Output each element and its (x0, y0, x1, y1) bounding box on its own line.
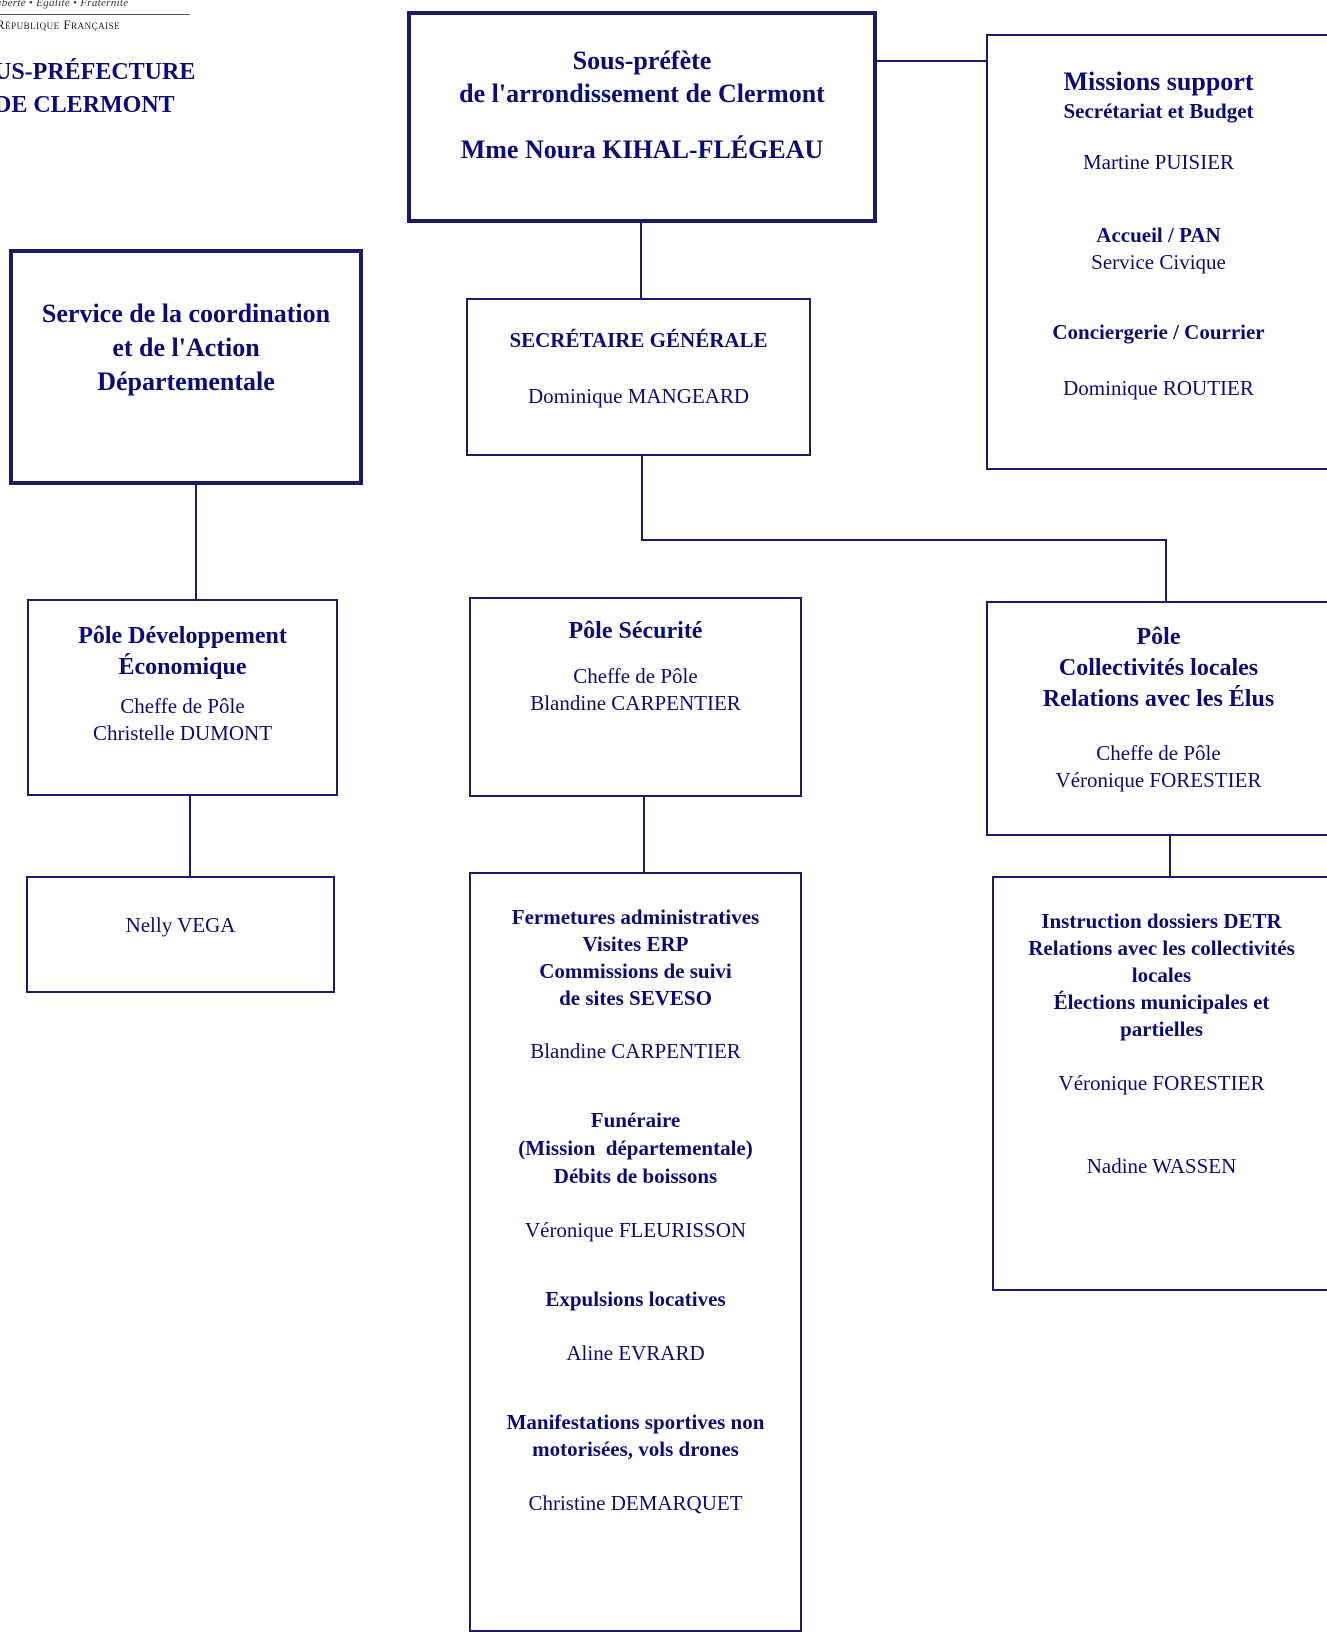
sec-s4-l2: motorisées, vols drones (532, 1437, 739, 1461)
coll-person1: Véronique FORESTIER (1058, 1071, 1265, 1095)
connector-secretaire-down (641, 456, 643, 540)
sec-s4-person: Christine DEMARQUET (528, 1491, 743, 1515)
sec-s1-l2: Visites ERP (582, 932, 689, 956)
connector-securite-detail (643, 796, 645, 874)
republic-label: République Française (0, 17, 121, 32)
pole-dev-name: Christelle DUMONT (92, 721, 273, 745)
support-subtitle: Secrétariat et Budget (1063, 99, 1254, 123)
secretaire-title: SECRÉTAIRE GÉNÉRALE (509, 328, 768, 352)
support-person2: Dominique ROUTIER (1063, 376, 1254, 400)
nelly-name: Nelly VEGA (125, 913, 236, 937)
coll-l1: Instruction dossiers DETR (1041, 909, 1282, 933)
pole-coll-title3: Relations avec les Élus (1042, 686, 1275, 712)
logo-rule (0, 14, 190, 15)
sec-s4-l1: Manifestations sportives non (506, 1410, 765, 1434)
pole-coll-title2: Collectivités locales (1058, 655, 1259, 681)
collectivites-detail-box: Instruction dossiers DETR Relations avec… (992, 876, 1327, 1291)
pole-collectivites-box: Pôle Collectivités locales Relations ave… (986, 601, 1327, 836)
missions-support-box: Missions support Secrétariat et Budget M… (986, 34, 1327, 470)
secretaire-name: Dominique MANGEARD (527, 384, 750, 408)
pole-coll-title1: Pôle (1136, 624, 1181, 650)
pole-securite-name: Blandine CARPENTIER (530, 691, 741, 715)
conciergerie-title: Conciergerie / Courrier (1052, 320, 1265, 344)
pole-dev-title1: Pôle Développement (78, 623, 287, 649)
coll-person2: Nadine WASSEN (1086, 1154, 1237, 1178)
pole-coll-name: Véronique FORESTIER (1055, 768, 1262, 792)
top-title2: de l'arrondissement de Clermont (459, 79, 825, 108)
connector-dev-nelly (189, 794, 191, 876)
header-logo: Liberté • Égalité • Fraternité Républiqu… (0, 0, 200, 40)
pole-developpement-box: Pôle Développement Économique Cheffe de … (27, 599, 338, 796)
top-name: Mme Noura KIHAL-FLÉGEAU (460, 135, 824, 164)
connector-pole-coll (1165, 539, 1167, 601)
pole-securite-title: Pôle Sécurité (568, 618, 703, 644)
sec-s1-person: Blandine CARPENTIER (530, 1039, 741, 1063)
coordination-line3: Départementale (97, 367, 275, 396)
pole-dev-role: Cheffe de Pôle (120, 694, 245, 718)
coll-l2: Relations avec les collectivités (1028, 936, 1295, 960)
connector-coll-detail (1169, 836, 1171, 876)
sec-s3-person: Aline EVRARD (566, 1341, 705, 1365)
accueil-sub: Service Civique (1091, 250, 1226, 274)
coordination-line1: Service de la coordination (41, 299, 331, 328)
securite-detail-box: Fermetures administratives Visites ERP C… (469, 872, 802, 1632)
sec-s2-l3: Débits de boissons (553, 1164, 718, 1188)
coordination-line2: et de l'Action (112, 333, 260, 362)
motto: Liberté • Égalité • Fraternité (0, 0, 129, 9)
connector-horizontal-pole (641, 539, 1167, 541)
sec-s2-l1: Funéraire (590, 1108, 681, 1132)
pole-coll-role: Cheffe de Pôle (1096, 741, 1221, 765)
pole-dev-title2: Économique (118, 654, 247, 680)
support-person1: Martine PUISIER (1082, 150, 1235, 174)
coll-l4: Élections municipales et (1053, 990, 1270, 1014)
coordination-box: Service de la coordination et de l'Actio… (9, 249, 363, 485)
connector-top-support (876, 60, 986, 62)
support-title: Missions support (1063, 67, 1254, 96)
coll-l5: partielles (1120, 1017, 1203, 1041)
connector-coordination-dev (195, 484, 197, 600)
accueil-title: Accueil / PAN (1096, 223, 1221, 247)
connector-top-secretaire (640, 222, 642, 300)
office-line2: DE CLERMONT (0, 92, 175, 118)
sec-s2-l2: (Mission départementale) (518, 1136, 753, 1160)
sec-s1-l4: de sites SEVESO (559, 986, 712, 1010)
pole-securite-role: Cheffe de Pôle (573, 664, 698, 688)
sec-s1-l1: Fermetures administratives (511, 905, 760, 929)
sous-prefete-box: Sous-préfète de l'arrondissement de Cler… (407, 11, 877, 223)
pole-securite-box: Pôle Sécurité Cheffe de Pôle Blandine CA… (469, 597, 802, 797)
sec-s3-l1: Expulsions locatives (545, 1287, 726, 1311)
office-title: US-PRÉFECTURE DE CLERMONT (0, 56, 195, 122)
nelly-vega-box: Nelly VEGA (26, 876, 335, 993)
secretaire-generale-box: SECRÉTAIRE GÉNÉRALE Dominique MANGEARD (466, 298, 811, 456)
coll-l3: locales (1131, 963, 1192, 987)
office-line1: US-PRÉFECTURE (0, 59, 196, 85)
top-title1: Sous-préfète (572, 46, 712, 75)
sec-s1-l3: Commissions de suivi (539, 959, 732, 983)
sec-s2-person: Véronique FLEURISSON (524, 1218, 747, 1242)
